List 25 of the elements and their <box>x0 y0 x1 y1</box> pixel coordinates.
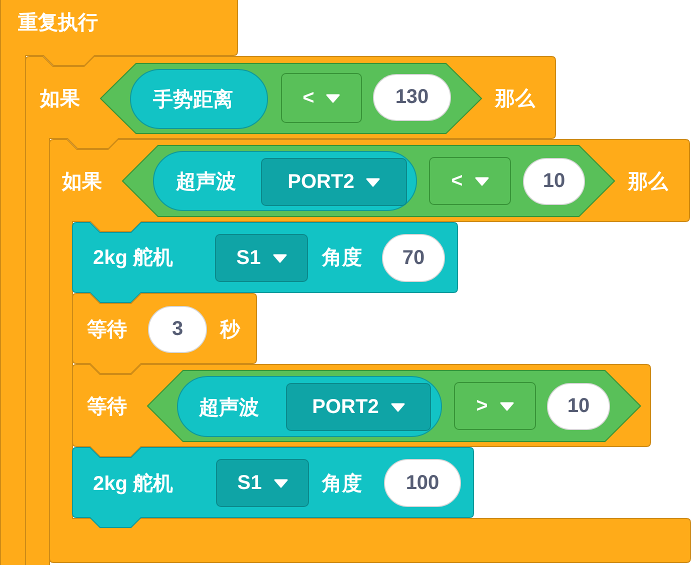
block-text: 2kg 舵机 <box>93 472 174 497</box>
block-text: 手势距离 <box>153 88 233 113</box>
block-text: 2kg 舵机 <box>93 246 174 271</box>
dropdown: S1 <box>216 459 309 507</box>
block-text: 超声波 <box>199 396 259 421</box>
block-text: 如果 <box>40 87 80 112</box>
block-text: 等待 <box>87 395 127 420</box>
block-text: 那么 <box>495 87 535 112</box>
sensor-reporter <box>130 69 268 129</box>
dropdown: < <box>281 73 362 123</box>
sensor-reporter <box>177 376 442 437</box>
block-text: 那么 <box>628 170 668 195</box>
dropdown: PORT2 <box>261 158 407 206</box>
block-text: 角度 <box>322 472 362 497</box>
dropdown: S1 <box>215 234 308 282</box>
dropdown: > <box>454 382 536 430</box>
block-text: 等待 <box>87 318 127 343</box>
block-text: 如果 <box>62 170 102 195</box>
block-text: 重复执行 <box>18 11 98 36</box>
dropdown: < <box>429 157 511 205</box>
block-text: 超声波 <box>176 170 236 195</box>
dropdown: PORT2 <box>286 383 431 431</box>
block-text: 秒 <box>220 318 240 343</box>
block-text: 角度 <box>322 246 362 271</box>
sensor-reporter <box>153 151 417 211</box>
